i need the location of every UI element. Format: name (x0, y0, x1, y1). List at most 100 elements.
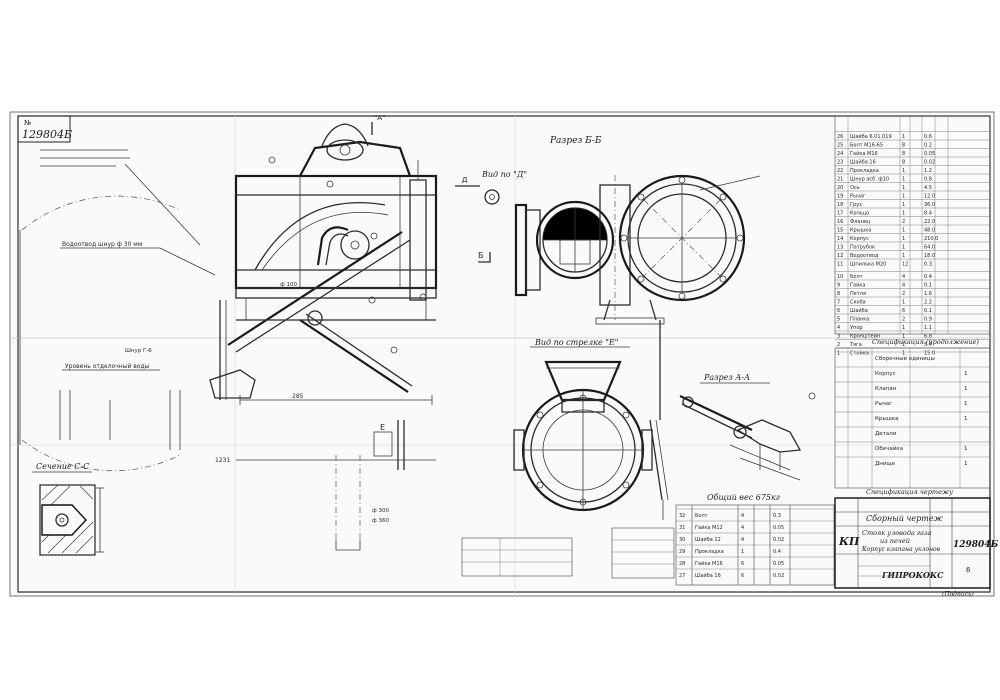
spec-row-mass: 36.0 (924, 202, 935, 208)
spec-row-mass: 0.6 (924, 134, 932, 140)
bom-row-mass: 0.05 (773, 561, 784, 567)
spec-row-qty: 8 (902, 151, 905, 157)
spec-row-qty: 1 (902, 194, 905, 200)
spec-row-qty: 1 (902, 334, 905, 340)
spec-row-mass: 2.2 (924, 300, 932, 306)
bom-row-name: Гайка М12 (695, 524, 723, 531)
spec-low-name: Сборочные единицы (875, 356, 935, 362)
spec-row-qty: 12 (902, 262, 908, 268)
main-assembly-view: 285 ф 100 1231 "А" Б Е ф 300 ф 360 (209, 114, 491, 551)
spec-row-qty: 4 (902, 283, 905, 289)
spec-row-name: Упор (850, 325, 863, 331)
spec-row-name: Петля (850, 291, 866, 297)
marker-a: "А" (374, 114, 385, 122)
spec-row-mass: 48.0 (924, 228, 935, 234)
bom-row-mass: 0.05 (773, 525, 784, 531)
dim-phi-300-low: ф 300 (372, 508, 389, 514)
spec-footer: Спецификация чертежу (866, 488, 953, 496)
spec-row-name: Ось (850, 185, 860, 191)
spec-row-qty: 1 (902, 177, 905, 183)
spec-row-name: Шнур асб. ф10 (850, 177, 889, 183)
spec-row-mass: 12.0 (924, 194, 935, 200)
spec-row-name: Шпилька М20 (850, 262, 886, 268)
part-name-3: Корпус клапана уклонов (861, 546, 941, 553)
spec-row-qty: 1 (902, 185, 905, 191)
spec-row-qty: 1 (902, 325, 905, 331)
spec-row-name: Шайба 16 (850, 159, 876, 166)
bom-row-pos: 27 (679, 573, 685, 579)
spec-row-pos: 26 (837, 134, 843, 140)
spec-row-mass: 0.9 (924, 317, 932, 323)
spec-row-name: Шайба (850, 307, 868, 314)
spec-row-mass: 8.4 (924, 211, 932, 217)
spec-row-pos: 4 (837, 325, 840, 331)
spec-row-name: Скоба (850, 300, 866, 306)
spec-row-pos: 6 (837, 308, 840, 314)
spec-low-name: Клапан (875, 386, 897, 392)
bom-row-qty: 4 (741, 537, 744, 543)
spec-row-mass: 210.0 (924, 236, 938, 242)
title-block: Сборный чертеж КП Стояк уловода газа из … (834, 497, 999, 598)
signature: (Подпись) (942, 591, 974, 598)
spec-low-name: Корпус (875, 371, 896, 377)
spec-row-name: Гайка (850, 282, 865, 289)
spec-low-qty: 1 (964, 386, 968, 392)
spec-row-pos: 19 (837, 194, 843, 200)
view-d-detail: Вид по "Д" Д (455, 170, 527, 205)
spec-row-name: Тяга (849, 342, 862, 348)
doc-type: Сборный чертеж (866, 514, 943, 523)
spec-row-pos: 8 (837, 291, 840, 297)
spec-row-qty: 1 (902, 228, 905, 234)
spec-row-qty: 2 (902, 219, 905, 225)
spec-row-mass: 0.3 (924, 262, 932, 268)
spec-row-qty: 1 (902, 300, 905, 306)
spec-row-name: Рычаг (850, 194, 866, 200)
view-d-arrow: Д (462, 176, 468, 184)
spec-row-pos: 12 (837, 253, 843, 259)
spec-low-name: Детали (875, 431, 897, 437)
marker-e: Е (380, 423, 385, 432)
spec-row-pos: 25 (837, 143, 843, 149)
approval-stamp (461, 527, 675, 579)
spec-low-name: Рычаг (875, 401, 892, 407)
bom-row-pos: 31 (679, 525, 685, 531)
ring-note: Водоотвод шнур ф 30 мм (62, 241, 142, 248)
spec-row-pos: 20 (837, 185, 843, 191)
spec-row-pos: 10 (837, 274, 843, 280)
spec-low-qty: 1 (964, 446, 968, 452)
spec-row-name: Стойка (850, 350, 869, 357)
spec-row-pos: 13 (837, 245, 843, 251)
bom-row-pos: 30 (679, 537, 685, 543)
spec-row-pos: 24 (837, 151, 843, 157)
spec-row-pos: 23 (837, 160, 843, 166)
spec-row-name: Груз (850, 202, 862, 208)
spec-row-name: Прокладка (850, 168, 879, 174)
spec-row-mass: 1.2 (924, 168, 932, 174)
spec-row-mass: 1.1 (924, 325, 932, 331)
section-cc-title: Сечение С-С (36, 462, 89, 471)
part-name-1: Стояк уловода газа (862, 529, 932, 537)
spec-row-qty: 1 (902, 342, 905, 348)
spec-low-qty: 1 (964, 401, 968, 407)
spec-row-pos: 15 (837, 228, 843, 234)
bom-row-name: Болт (695, 513, 708, 519)
spec-row-mass: 0.2 (924, 143, 932, 149)
spec-low-name: Обечайка (875, 445, 903, 452)
spec-row-mass: 4.5 (924, 185, 932, 191)
part-name-2: из печей (880, 537, 910, 545)
marker-b: Б (478, 251, 484, 260)
level-note: Уровень отделочный воды (65, 363, 150, 370)
spec-row-mass: 5.4 (924, 342, 932, 348)
dim-phi-360: ф 360 (372, 518, 389, 524)
spec-row-pos: 9 (837, 283, 840, 289)
spec-row-name: Шайба 6.01.019 (850, 133, 892, 140)
spec-row-pos: 17 (837, 211, 843, 217)
bom-row-mass: 0.02 (773, 537, 784, 543)
archive-stamp: № 129804Б (17, 115, 72, 143)
spec-row-mass: 0.8 (924, 177, 932, 183)
spec-low-qty: 1 (964, 416, 968, 422)
dim-285: 285 (292, 393, 304, 400)
spec-row-name: Кольцо (850, 211, 869, 217)
